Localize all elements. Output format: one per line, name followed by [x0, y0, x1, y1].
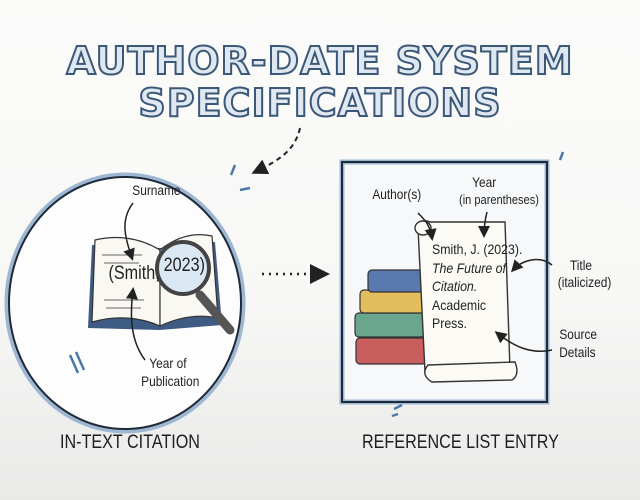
citation-surname: (Smith,: [108, 263, 160, 284]
title-line-1: AUTHOR-DATE SYSTEM: [65, 38, 574, 84]
entry-title-2: Citation.: [432, 278, 478, 294]
reference-entry: Smith, J. (2023). The Future of Citation…: [432, 240, 522, 333]
italicized-label: (italicized): [557, 274, 612, 290]
year-label: Year: [472, 174, 497, 190]
title-line-2: SPECIFICATIONS: [137, 80, 502, 126]
details-label: Details: [559, 344, 596, 360]
source-label: Source: [559, 326, 598, 342]
citation-year: 2023): [163, 255, 205, 276]
entry-publisher-1: Academic: [432, 296, 487, 313]
year-parentheses-label: (in parentheses): [459, 192, 539, 207]
surname-label: Surname: [132, 182, 181, 198]
entry-title-1: The Future of: [432, 259, 506, 276]
entry-publisher-2: Press.: [432, 315, 467, 331]
authors-label: Author(s): [372, 186, 422, 202]
reference-caption: REFERENCE LIST ENTRY: [362, 432, 559, 453]
year-of-label: Year of: [149, 355, 187, 371]
in-text-caption: IN-TEXT CITATION: [60, 432, 200, 453]
scroll-icon: [414, 220, 518, 383]
dashed-arrow: [251, 127, 301, 175]
publication-label: Publication: [141, 373, 200, 389]
title-label: Title: [569, 257, 592, 273]
entry-author-year: Smith, J. (2023).: [432, 241, 523, 257]
magnifying-glass-icon: [155, 240, 235, 335]
book-stack-icon: [354, 269, 427, 365]
